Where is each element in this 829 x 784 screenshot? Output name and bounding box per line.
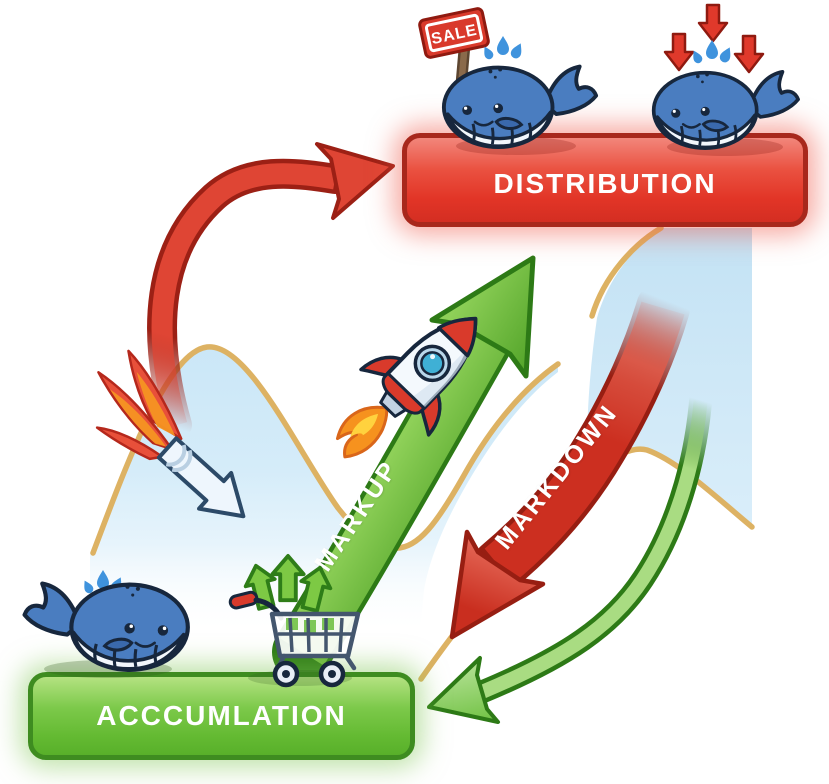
whale-accumulation-icon	[25, 584, 188, 670]
price-curve-top	[589, 225, 664, 319]
whale-sale-icon	[441, 64, 599, 149]
green-cycle-arrow	[427, 384, 713, 724]
whale-pressure-icon	[651, 69, 800, 151]
distribution-box: DISTRIBUTION	[402, 133, 808, 227]
falling-arrow-icon	[95, 349, 246, 519]
sale-sign: SALE	[418, 7, 490, 110]
water-spout-droplets	[690, 40, 735, 65]
red-cycle-arrow	[147, 142, 395, 440]
red-down-arrows	[663, 3, 765, 74]
rocket-icon	[335, 316, 478, 459]
accumulation-label: ACCCUMLATION	[96, 700, 347, 731]
shopping-cart-icon	[228, 554, 361, 688]
distribution-label: DISTRIBUTION	[493, 168, 717, 199]
accumulation-box: ACCCUMLATION	[28, 672, 415, 760]
markdown-arrow	[449, 281, 690, 640]
